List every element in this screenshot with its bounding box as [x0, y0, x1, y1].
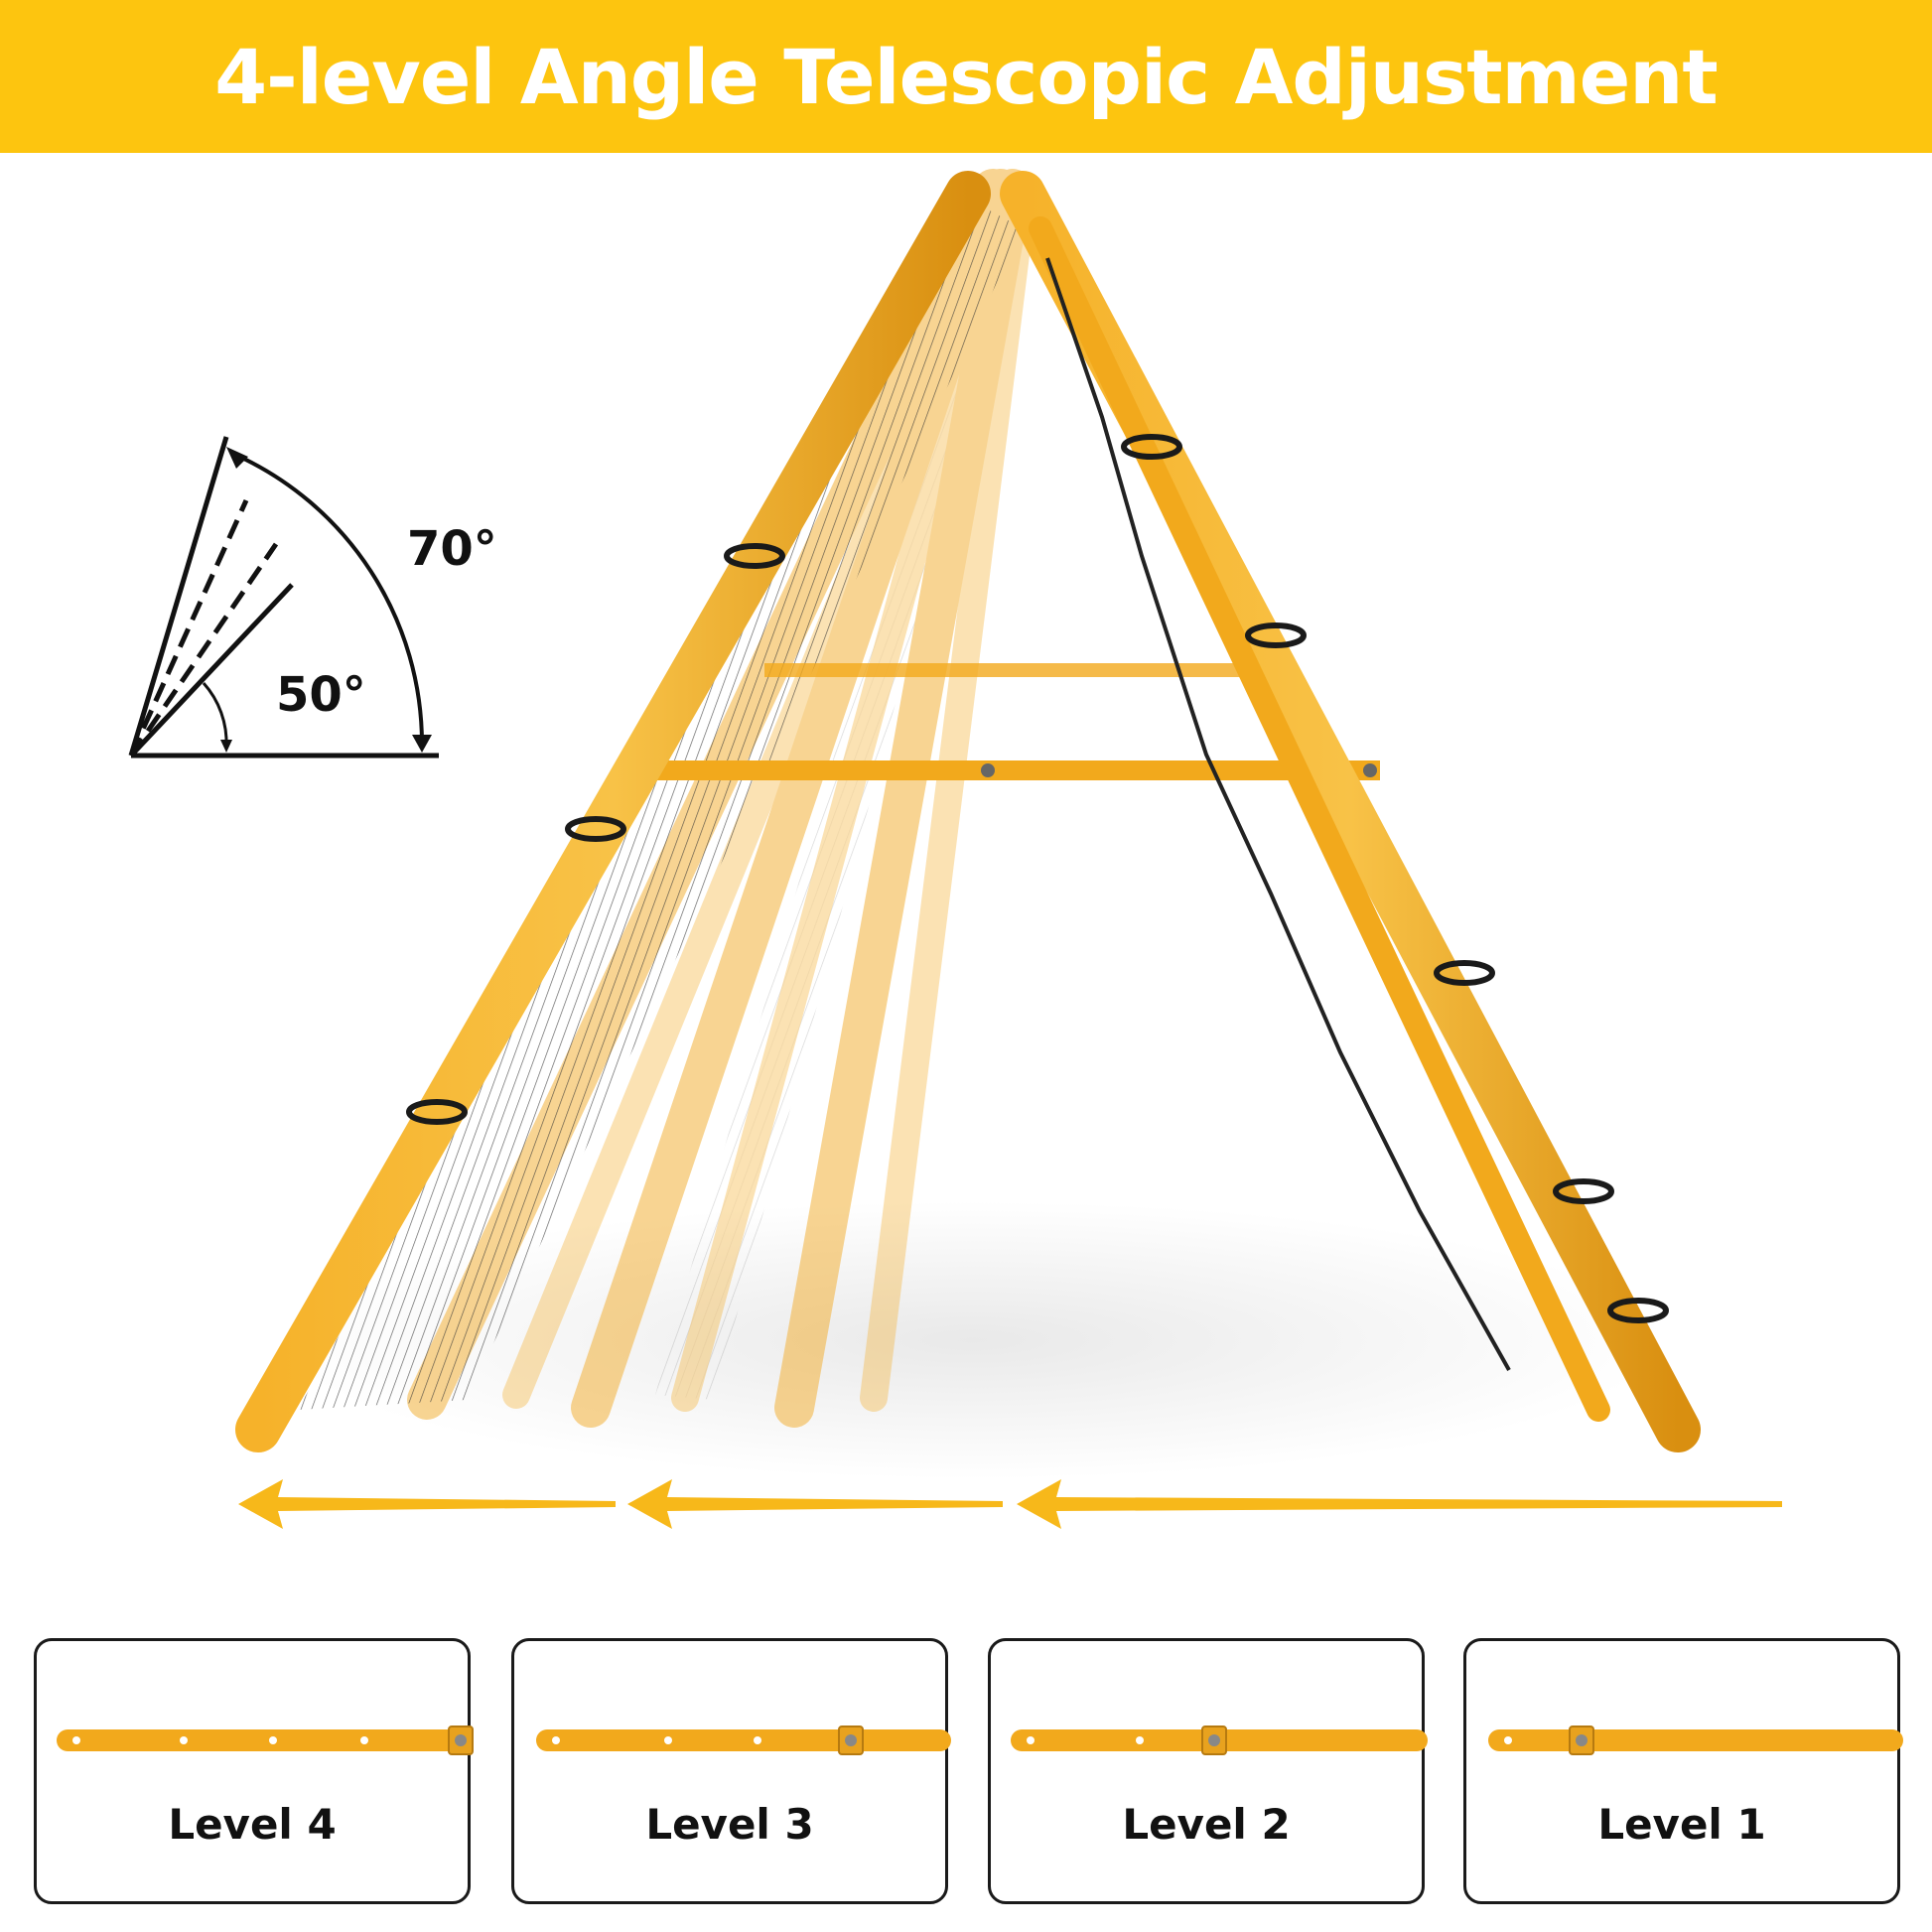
front-left-leg — [235, 171, 991, 1452]
level-card-2: Level 2 — [988, 1638, 1428, 1904]
adjuster-bar-icon — [536, 1725, 951, 1755]
level-card-1: Level 1 — [1463, 1638, 1903, 1904]
adjustment-arrows — [238, 1479, 1782, 1529]
level-label: Level 3 — [645, 1800, 814, 1849]
rear-net-cord — [1045, 257, 1511, 1371]
adjuster-bar-icon — [1488, 1725, 1903, 1755]
min-angle-label: 50° — [276, 667, 366, 723]
title-banner: 4-level Angle Telescopic Adjustment — [0, 0, 1932, 153]
adjuster-bar-icon — [57, 1725, 474, 1755]
rear-right-inner-leg — [1029, 216, 1610, 1422]
max-angle-label: 70° — [407, 521, 497, 577]
level-card-4: Level 4 — [34, 1638, 474, 1904]
lower-brace — [625, 760, 1380, 780]
rebound-net — [298, 199, 1023, 1410]
level-label: Level 2 — [1122, 1800, 1291, 1849]
level-label: Level 4 — [168, 1800, 337, 1849]
leg-clips — [406, 434, 1669, 1323]
adjuster-bar-icon — [1011, 1725, 1428, 1755]
page-title: 4-level Angle Telescopic Adjustment — [214, 32, 1718, 121]
level-label: Level 1 — [1597, 1800, 1766, 1849]
upper-brace — [764, 663, 1251, 677]
rebounder-frame-illustration — [128, 169, 1782, 1529]
angle-diagram — [128, 436, 439, 759]
level-card-3: Level 3 — [511, 1638, 951, 1904]
